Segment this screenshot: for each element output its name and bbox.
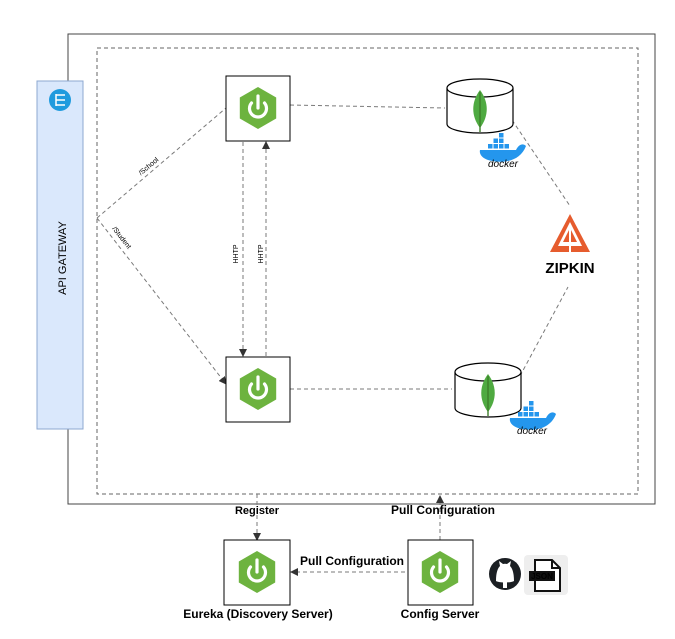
json-file-icon: JSON bbox=[524, 555, 568, 595]
edge-gateway-school bbox=[96, 107, 227, 219]
eureka-server[interactable]: Eureka (Discovery Server) bbox=[183, 539, 333, 621]
docker-label-top: docker bbox=[488, 159, 519, 170]
register-label: Register bbox=[235, 505, 280, 517]
docker-label-bottom: docker bbox=[517, 426, 548, 437]
http-down-label: HHTP bbox=[233, 244, 240, 263]
zipkin-icon bbox=[550, 214, 590, 252]
edge-school-db bbox=[289, 104, 446, 109]
services-boundary bbox=[96, 47, 639, 495]
edge-db-top-zipkin bbox=[511, 119, 571, 207]
mongodb-icon bbox=[454, 362, 522, 418]
config-label: Config Server bbox=[401, 607, 480, 621]
github-icon bbox=[489, 558, 521, 590]
config-server[interactable]: Config Server bbox=[401, 539, 480, 621]
pull-config-side-label: Pull Configuration bbox=[300, 554, 404, 568]
mongodb-icon bbox=[446, 78, 514, 134]
student-service[interactable] bbox=[225, 356, 291, 423]
eureka-label: Eureka (Discovery Server) bbox=[183, 607, 332, 621]
http-up-label: HHTP bbox=[258, 244, 265, 263]
route-student-label: /Student bbox=[110, 226, 132, 251]
school-service[interactable] bbox=[225, 75, 291, 142]
school-database[interactable]: docker bbox=[446, 78, 526, 170]
pull-config-top-label: Pull Configuration bbox=[391, 503, 495, 517]
zipkin-label: ZIPKIN bbox=[545, 260, 594, 277]
gateway-label: API GATEWAY bbox=[57, 220, 69, 294]
api-gateway[interactable]: API GATEWAY bbox=[36, 80, 84, 430]
docker-icon bbox=[479, 133, 526, 162]
edge-gateway-student bbox=[96, 217, 227, 385]
student-database[interactable]: docker bbox=[454, 362, 556, 437]
gateway-icon bbox=[49, 89, 71, 111]
edge-db-bottom-zipkin bbox=[519, 286, 569, 377]
json-label: JSON bbox=[531, 572, 553, 581]
zipkin[interactable]: ZIPKIN bbox=[545, 214, 595, 277]
